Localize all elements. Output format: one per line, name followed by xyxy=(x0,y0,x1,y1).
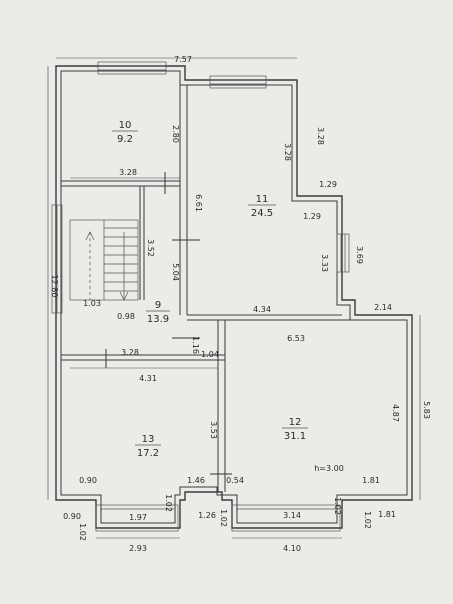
dim-bay-gap: 1.26 xyxy=(198,511,216,520)
room-11-number: 11 xyxy=(256,194,269,205)
dim-r9-height: 3.52 xyxy=(146,239,155,257)
dim-bay12-b: 1.81 xyxy=(362,476,380,485)
room-11-area: 24.5 xyxy=(251,208,273,219)
dimension-lines xyxy=(47,57,421,539)
dim-r11-step-inner: 1.29 xyxy=(303,212,321,221)
room-9-number: 9 xyxy=(155,300,161,311)
dim-bay12-c: 1.02 xyxy=(219,509,228,527)
room-labels: 10 9.2 11 24.5 9 13.9 12 31.1 13 17.2 xyxy=(112,120,308,459)
room-10-area: 9.2 xyxy=(117,134,133,145)
dim-door-b: 1.04 xyxy=(201,350,219,359)
dim-r13-width: 4.31 xyxy=(139,374,157,383)
dim-stair-b: 0.98 xyxy=(117,312,135,321)
dim-r11-window-in: 3.33 xyxy=(320,254,329,272)
room-13-area: 17.2 xyxy=(137,448,159,459)
dim-stair-a: 1.03 xyxy=(83,299,101,308)
dim-door-a: 1.16 xyxy=(191,336,200,354)
dim-r11-height-mid: 5.04 xyxy=(171,263,180,281)
windows xyxy=(51,61,350,532)
dim-r11-height-left: 6.61 xyxy=(194,194,203,212)
dim-top-width: 7.57 xyxy=(174,55,192,64)
dim-r13-height: 3.53 xyxy=(209,421,218,439)
room-12-number: 12 xyxy=(289,417,302,428)
dim-r10-height: 2.80 xyxy=(171,125,180,143)
dim-r11-height-top: 3.28 xyxy=(283,143,292,161)
room-13-number: 13 xyxy=(142,434,155,445)
dim-r11-window-out: 3.69 xyxy=(355,246,364,264)
dim-r12-step: 2.14 xyxy=(374,303,392,312)
dim-bay13-a: 0.90 xyxy=(79,476,97,485)
dim-bay12-w: 3.14 xyxy=(283,511,301,520)
dim-r11-step: 1.29 xyxy=(319,180,337,189)
dim-bay13-b: 1.46 xyxy=(187,476,205,485)
dim-bay13-w: 1.97 xyxy=(129,513,147,522)
outer-walls xyxy=(55,65,413,529)
dim-left-height: 12.80 xyxy=(50,275,59,298)
dim-right-height: 5.83 xyxy=(422,401,431,419)
dim-bay12-a: 0.54 xyxy=(226,476,244,485)
dim-bay13-outer-b: 1.02 xyxy=(78,523,87,541)
dim-bay12-d: 1.02 xyxy=(333,497,342,515)
dim-bay12-total: 4.10 xyxy=(283,544,301,553)
dim-r12-width: 6.53 xyxy=(287,334,305,343)
dimension-labels: 7.57 12.80 5.83 3.28 2.80 3.28 3.28 1.29… xyxy=(50,55,431,553)
room-9-area: 13.9 xyxy=(147,314,169,325)
staircase xyxy=(69,219,139,301)
dim-r13-width-top: 3.28 xyxy=(121,348,139,357)
dim-r12-height: 4.87 xyxy=(391,404,400,422)
dim-ceiling: h=3.00 xyxy=(314,464,344,473)
door-marks xyxy=(105,172,232,475)
dim-bay13-c: 1.02 xyxy=(164,494,173,512)
room-10-number: 10 xyxy=(119,120,132,131)
dim-r11-width: 4.34 xyxy=(253,305,271,314)
dim-bay12-outer-a: 1.02 xyxy=(363,511,372,529)
dim-r11-height-outer: 3.28 xyxy=(316,127,325,145)
dim-bay13-outer-a: 0.90 xyxy=(63,512,81,521)
dim-bay12-outer-b: 1.81 xyxy=(378,510,396,519)
dim-bay13-total: 2.93 xyxy=(129,544,147,553)
room-12-area: 31.1 xyxy=(284,431,306,442)
dim-r10-width: 3.28 xyxy=(119,168,137,177)
